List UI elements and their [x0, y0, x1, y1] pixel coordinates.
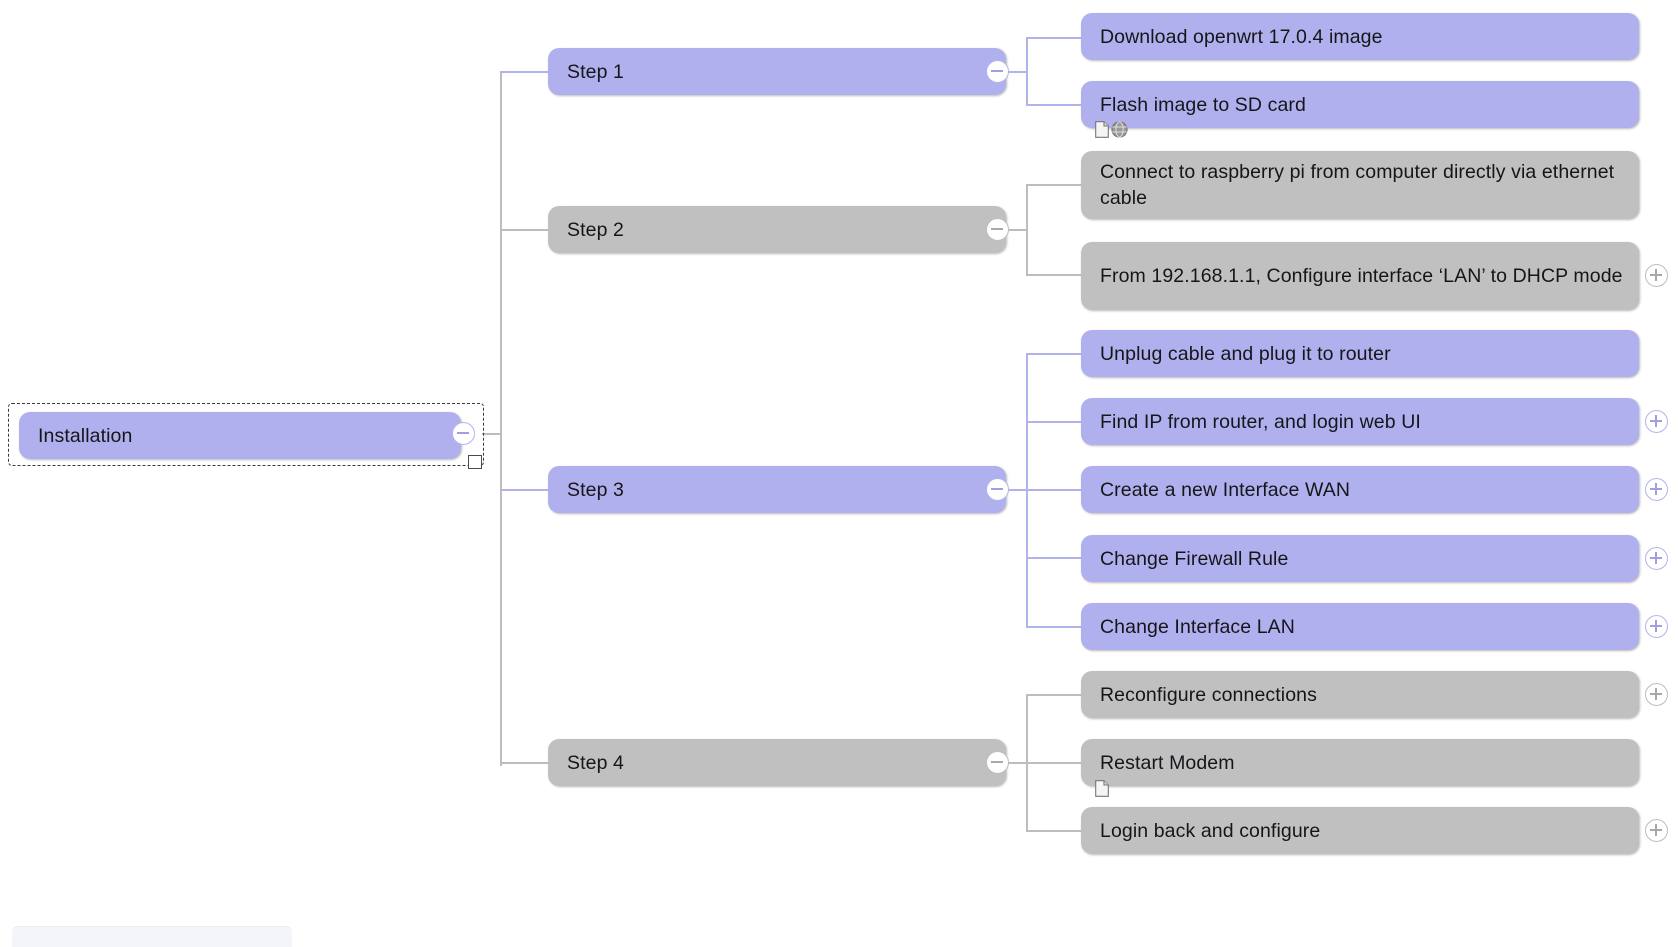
connector-step1-spine [1026, 37, 1028, 105]
node-label: Reconfigure connections [1100, 683, 1317, 706]
node-step-4[interactable]: Step 4 [548, 739, 1006, 786]
node-connect-to-raspberry-pi[interactable]: Connect to raspberry pi from computer di… [1081, 151, 1639, 219]
node-installation[interactable]: Installation [19, 412, 461, 459]
connector-to-step-1 [500, 71, 548, 73]
expand-icon-change-firewall-rule[interactable] [1645, 547, 1668, 570]
node-label: Create a new Interface WAN [1100, 478, 1351, 501]
connector-to-step-3 [500, 489, 548, 491]
connector-step2-child-1 [1026, 184, 1082, 186]
connector-step4-stub [1006, 762, 1028, 764]
connector-step2-stub [1006, 229, 1028, 231]
node-unplug-cable-plug-to-router[interactable]: Unplug cable and plug it to router [1081, 330, 1639, 377]
node-step-2[interactable]: Step 2 [548, 206, 1006, 253]
connector-step3-child-3 [1026, 489, 1082, 491]
expand-icon-reconfigure-connections[interactable] [1645, 683, 1668, 706]
expand-icon-login-back-and-configure[interactable] [1645, 819, 1668, 842]
node-label: Change Interface LAN [1100, 615, 1295, 638]
node-download-openwrt-image[interactable]: Download openwrt 17.0.4 image [1081, 13, 1639, 60]
node-label: Change Firewall Rule [1100, 547, 1289, 570]
connector-trunk [500, 72, 502, 766]
connector-step1-child-1 [1026, 37, 1082, 39]
connector-to-step-2 [500, 229, 548, 231]
connector-step2-spine [1026, 184, 1028, 275]
expand-icon-create-new-interface-wan[interactable] [1645, 478, 1668, 501]
connector-step1-stub [1006, 71, 1028, 73]
expand-icon-find-ip-from-router[interactable] [1645, 410, 1668, 433]
node-configure-interface-lan-dhcp[interactable]: From 192.168.1.1, Configure interface ‘L… [1081, 242, 1639, 310]
note-icon[interactable] [1095, 121, 1109, 138]
node-step-1[interactable]: Step 1 [548, 48, 1006, 95]
connector-step2-child-2 [1026, 274, 1082, 276]
connector-step4-child-2 [1026, 762, 1082, 764]
collapse-icon-step-1[interactable] [986, 60, 1009, 83]
expand-icon-change-interface-lan[interactable] [1645, 615, 1668, 638]
expand-icon-configure-interface-lan-dhcp[interactable] [1645, 264, 1668, 287]
node-label: Download openwrt 17.0.4 image [1100, 25, 1383, 48]
node-label: Step 2 [567, 218, 624, 241]
node-label: Flash image to SD card [1100, 93, 1306, 116]
globe-icon[interactable] [1111, 121, 1128, 138]
node-restart-modem[interactable]: Restart Modem [1081, 739, 1639, 786]
connector-step4-child-1 [1026, 694, 1082, 696]
node-create-new-interface-wan[interactable]: Create a new Interface WAN [1081, 466, 1639, 513]
connector-step3-stub [1006, 489, 1028, 491]
connector-step3-child-4 [1026, 557, 1082, 559]
resize-handle[interactable] [468, 455, 482, 469]
connector-step1-child-2 [1026, 104, 1082, 106]
node-label: Installation [38, 424, 133, 447]
node-login-back-and-configure[interactable]: Login back and configure [1081, 807, 1639, 854]
node-label: Step 3 [567, 478, 624, 501]
node-label: Step 4 [567, 751, 624, 774]
node-flash-image-to-sd-card[interactable]: Flash image to SD card [1081, 81, 1639, 128]
node-change-firewall-rule[interactable]: Change Firewall Rule [1081, 535, 1639, 582]
node-attachments-flash-image[interactable] [1095, 121, 1128, 138]
bottom-status-panel[interactable] [12, 926, 292, 947]
connector-step3-child-2 [1026, 421, 1082, 423]
connector-root-stub [482, 433, 502, 435]
node-label: Login back and configure [1100, 819, 1321, 842]
node-label: Unplug cable and plug it to router [1100, 342, 1391, 365]
note-icon[interactable] [1095, 780, 1109, 797]
node-reconfigure-connections[interactable]: Reconfigure connections [1081, 671, 1639, 718]
connector-to-step-4 [500, 762, 548, 764]
node-label: From 192.168.1.1, Configure interface ‘L… [1100, 265, 1623, 287]
node-label: Restart Modem [1100, 751, 1235, 774]
node-change-interface-lan[interactable]: Change Interface LAN [1081, 603, 1639, 650]
node-attachments-restart-modem[interactable] [1095, 780, 1109, 797]
node-label: Find IP from router, and login web UI [1100, 410, 1421, 433]
node-find-ip-from-router[interactable]: Find IP from router, and login web UI [1081, 398, 1639, 445]
collapse-icon-root[interactable] [452, 422, 475, 445]
node-step-3[interactable]: Step 3 [548, 466, 1006, 513]
connector-step4-child-3 [1026, 830, 1082, 832]
connector-step3-child-5 [1026, 626, 1082, 628]
collapse-icon-step-3[interactable] [986, 478, 1009, 501]
connector-step3-child-1 [1026, 353, 1082, 355]
node-label: Step 1 [567, 60, 624, 83]
root-node-selection[interactable]: Installation [8, 403, 484, 466]
node-label: Connect to raspberry pi from computer di… [1100, 161, 1615, 209]
collapse-icon-step-2[interactable] [986, 218, 1009, 241]
collapse-icon-step-4[interactable] [986, 751, 1009, 774]
